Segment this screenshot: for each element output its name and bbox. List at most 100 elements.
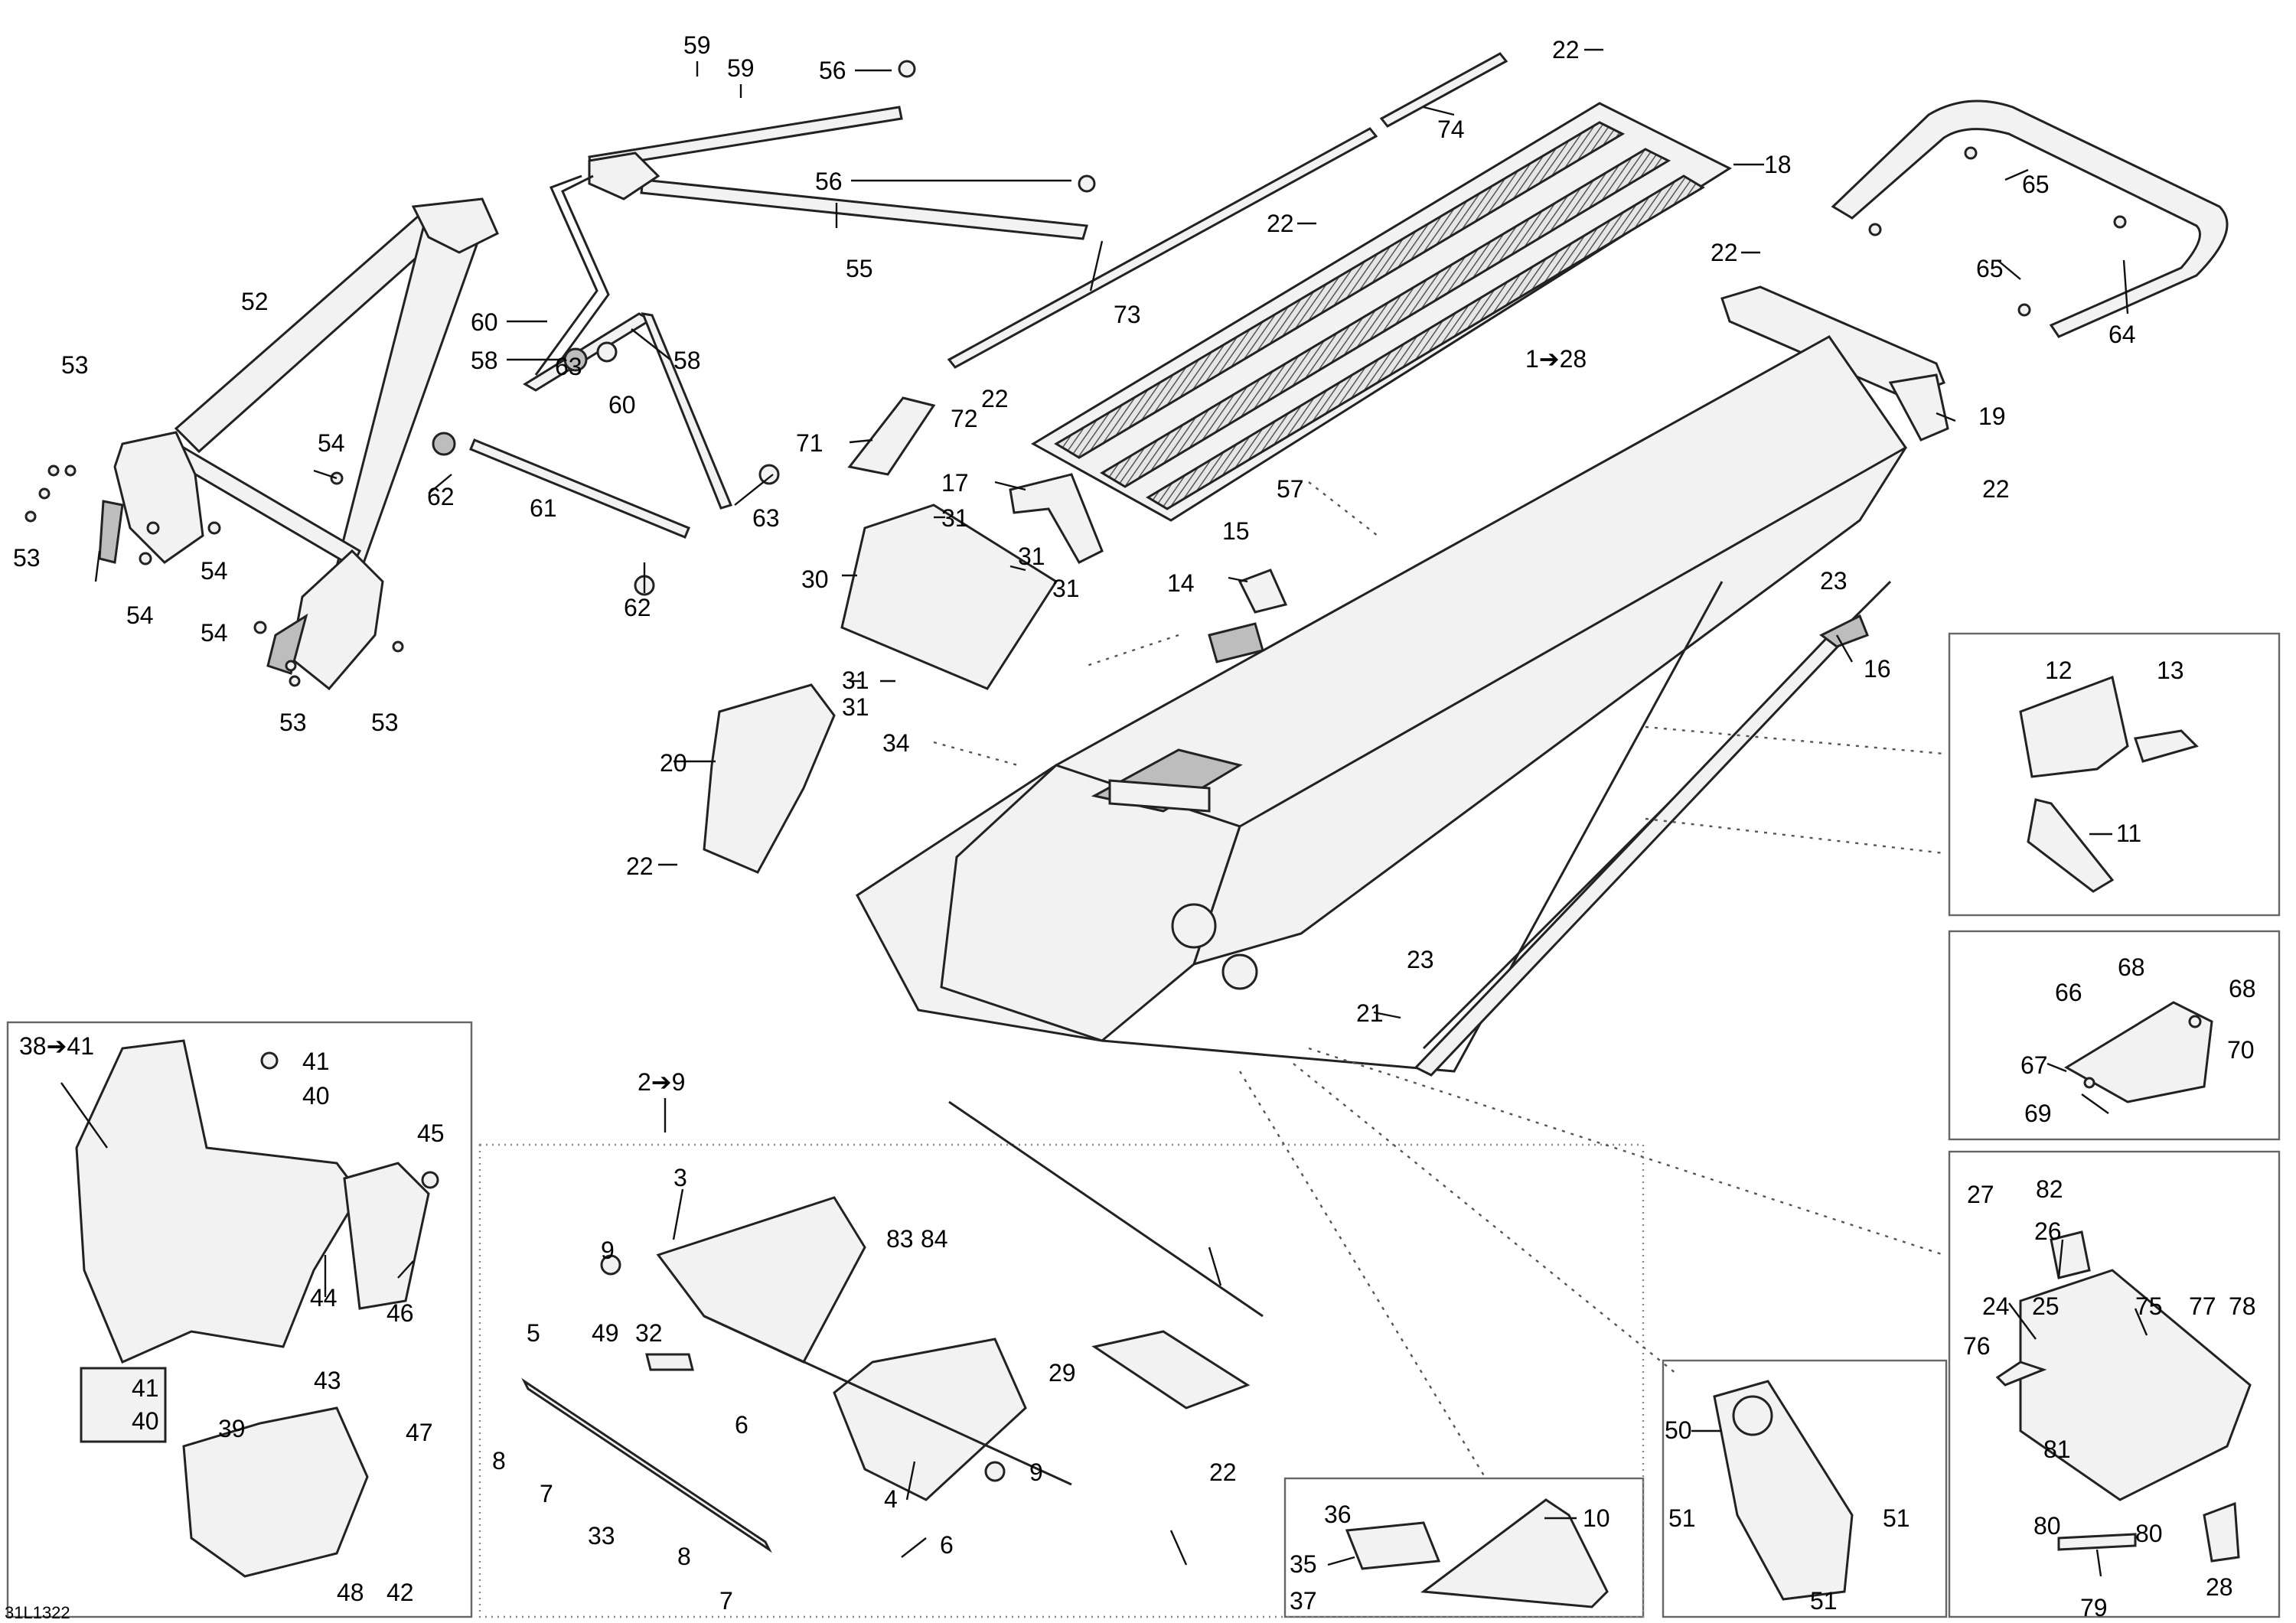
detail-box-12-13-11 [1948,632,2281,917]
callout-label: 31 [842,693,869,721]
callout-label: 56 [819,57,846,84]
callout-label: 22 [1267,210,1294,237]
callout-label: 65 [1976,255,2004,282]
callout-label: 22 [1982,475,2010,503]
callout-label: 17 [941,469,969,497]
callout-label: 64 [2108,321,2136,348]
tunnel-1-28 [856,335,1908,1073]
detail-box-75-79 [1948,1150,2281,1618]
callout-label: 13 [2157,657,2184,684]
callout-label: 20 [660,749,687,777]
callout-label: 33 [588,1522,615,1550]
detail-box-66-70 [1948,930,2281,1141]
callout-label: 22 [1552,36,1580,64]
callout-label: 59 [683,31,711,59]
callout-label: 68 [2229,975,2256,1002]
callout-label: 60 [608,391,636,419]
callout-label: 68 [2118,953,2145,981]
rails-73-74 [947,52,1508,369]
callout-label: 15 [1222,517,1250,545]
callout-label: 84 [921,1225,948,1253]
callout-label: 22 [1711,239,1738,266]
a-frame-part-52 [98,197,499,691]
callout-label: 62 [624,594,651,621]
detail-box-2-9 [478,1143,1645,1618]
detail-box-10-35-37 [1283,1477,1645,1618]
callout-label: 83 [886,1225,914,1253]
callout-label: 28 [2206,1573,2233,1601]
callout-label: 35 [1290,1550,1317,1578]
callout-label: 34 [882,729,910,757]
callout-label: 31 [1018,543,1045,570]
callout-label: 11 [2116,820,2141,847]
plates-11-12-13 [2019,675,2199,893]
bracket-50 [1713,1380,1854,1601]
callout-label: 40 [302,1082,330,1110]
callout-label: 25 [2032,1292,2060,1320]
callout-label: 38➔41 [19,1032,94,1060]
callout-label: 10 [1583,1504,1610,1532]
callout-label: 22 [1209,1458,1237,1486]
handle-support-71 [847,396,936,476]
chassis-2-9 [521,1100,1264,1553]
callout-label: 63 [752,504,780,532]
callout-label: 6 [940,1531,954,1559]
callout-label: 58 [471,347,498,374]
callout-label: 43 [314,1367,341,1394]
callout-label: 39 [218,1415,246,1442]
callout-label: 27 [1967,1181,1994,1208]
bulkhead-assembly-75 [1995,1230,2252,1563]
callout-label: 41 [132,1374,159,1402]
callout-label: 14 [1167,569,1195,597]
callout-label: 70 [2227,1036,2255,1064]
callout-label: 79 [2080,1594,2108,1621]
callout-label: 52 [241,288,269,315]
callout-label: 22 [626,852,654,880]
callout-label: 47 [406,1419,433,1446]
callout-label: 7 [719,1587,733,1615]
callout-label: 18 [1764,151,1792,178]
callout-label: 54 [201,619,228,647]
detail-box-38-41 [6,1021,473,1618]
callout-label: 44 [310,1284,338,1312]
front-bracket-20 [703,683,836,874]
callout-label: 75 [2135,1292,2163,1320]
callout-label: 54 [126,601,154,629]
callout-label: 42 [386,1579,414,1606]
callout-label: 9 [1029,1458,1043,1486]
callout-label: 51 [1883,1504,1910,1532]
callout-label: 76 [1963,1332,1991,1360]
callout-label: 7 [540,1480,553,1507]
callout-label: 71 [796,429,823,457]
callout-label: 21 [1356,999,1384,1027]
callout-label: 65 [2022,171,2050,198]
figure-code: 31L1322 [5,1603,70,1622]
callout-label: 48 [337,1579,364,1606]
callout-label: 58 [673,347,701,374]
callout-label: 31 [1052,575,1080,602]
callout-label: 31 [941,504,969,532]
leader-lines [60,48,2148,1577]
callout-label: 49 [592,1319,619,1347]
callout-label: 8 [677,1543,691,1570]
callout-label: 74 [1437,116,1465,143]
callout-label: 63 [555,353,582,380]
side-rail-16 [1414,614,1869,1077]
heat-exchanger-30 [840,504,1058,690]
callout-label: 1➔28 [1525,345,1587,373]
callout-label: 2➔9 [638,1068,685,1096]
callout-label: 80 [2135,1520,2163,1547]
callout-label: 50 [1665,1416,1692,1444]
callout-labels: 59 59 56 56 55 74 22 18 22 73 22 65 65 6… [13,31,2256,1621]
callout-label: 37 [1290,1587,1317,1615]
callout-label: 56 [815,168,843,195]
running-board-18 [1031,102,1733,522]
callout-label: 51 [1668,1504,1696,1532]
callout-label: 53 [279,709,307,736]
callout-label: 78 [2229,1292,2256,1320]
callout-label: 12 [2045,657,2073,684]
callout-label: 55 [846,255,873,282]
front-frame-38-41 [75,1039,439,1578]
callout-label: 54 [318,429,345,457]
callout-label: 66 [2055,979,2082,1006]
